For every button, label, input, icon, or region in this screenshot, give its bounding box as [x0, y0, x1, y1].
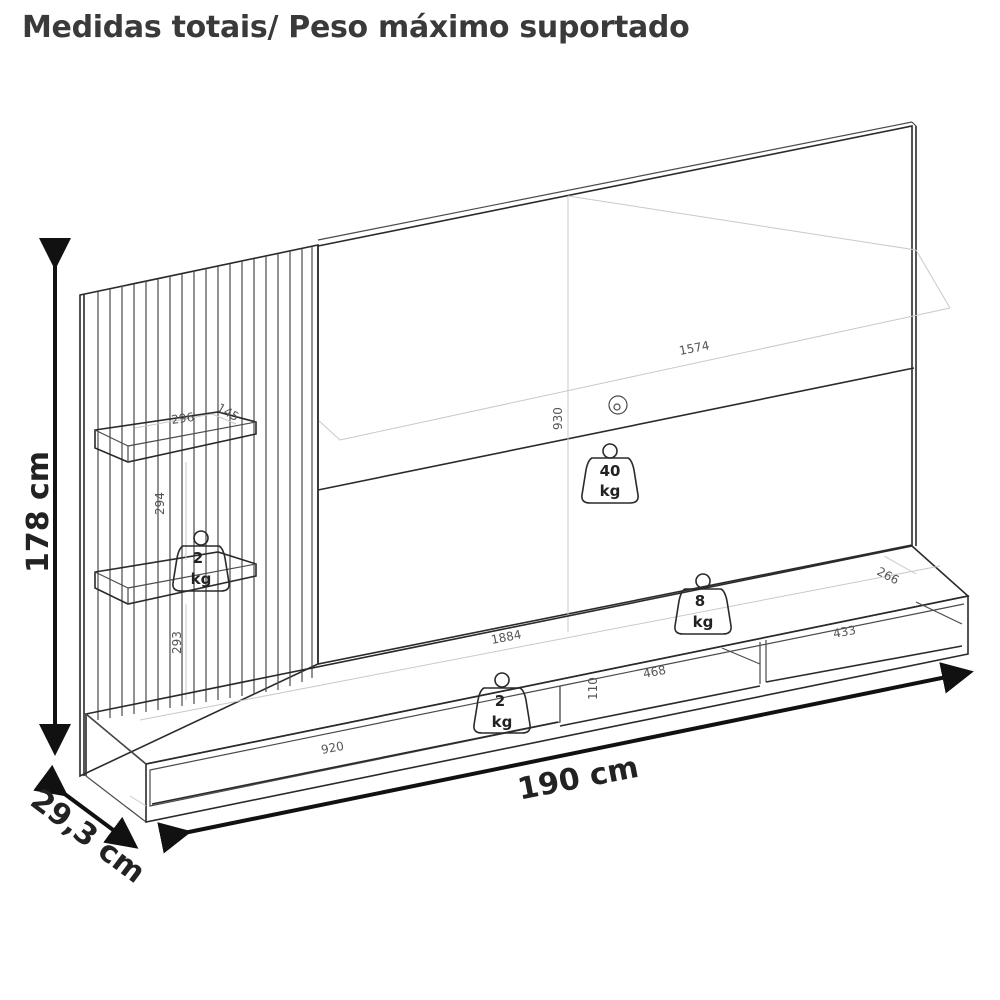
- panel-height-label: 930: [551, 407, 565, 430]
- weight-tag-panel: 40 kg: [581, 443, 639, 504]
- weight-tag-rack-center: 2 kg: [473, 672, 531, 734]
- depth-arrow: 29,3 cm: [24, 764, 152, 891]
- weight-tag-rack-right: 8 kg: [674, 573, 732, 635]
- weight-tag-shelf-value: 2: [193, 549, 203, 567]
- weight-tag-rack-right-unit: kg: [693, 613, 714, 631]
- weight-tag-rack-center-unit: kg: [492, 713, 513, 731]
- page-title: Medidas totais/ Peso máximo suportado: [22, 10, 690, 45]
- panel-width-label: 1574: [678, 338, 711, 358]
- weight-tag-shelf: 2 kg: [172, 530, 230, 592]
- right-niche-width-label: 433: [832, 623, 857, 641]
- depth-label: 29,3 cm: [24, 782, 152, 890]
- slatted-panel: [79, 244, 319, 778]
- drawer-width-label: 920: [320, 739, 345, 757]
- height-label: 178 cm: [21, 451, 56, 573]
- weight-tag-shelf-unit: kg: [191, 570, 212, 588]
- weight-tag-panel-value: 40: [600, 462, 621, 480]
- upper-shelf: [94, 411, 257, 463]
- rack-width-label: 1884: [490, 627, 523, 647]
- width-arrow: 190 cm: [157, 662, 974, 854]
- rack-depth-label: 266: [875, 564, 902, 587]
- shelf-gap-upper-label: 294: [153, 492, 167, 515]
- height-arrow: 178 cm: [21, 238, 71, 756]
- niche-width-label: 468: [642, 663, 667, 681]
- weight-tag-rack-right-value: 8: [695, 592, 705, 610]
- weight-tag-rack-center-value: 2: [495, 692, 505, 710]
- shelf-width-label: 296: [170, 410, 195, 427]
- width-label: 190 cm: [515, 750, 642, 808]
- niche-height-label: 110: [586, 677, 600, 700]
- weight-tag-panel-unit: kg: [600, 482, 621, 500]
- shelf-gap-lower-label: 293: [170, 631, 184, 654]
- lower-shelf: [94, 551, 257, 605]
